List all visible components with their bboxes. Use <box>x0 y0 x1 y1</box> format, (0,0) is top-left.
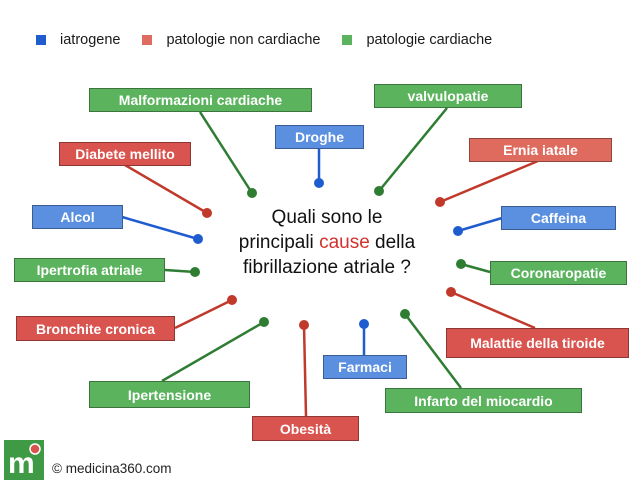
connector-dot <box>259 317 269 327</box>
cause-infarto-miocardio: Infarto del miocardio <box>385 388 582 413</box>
svg-text:m: m <box>8 447 35 480</box>
connector <box>124 163 208 215</box>
connector <box>439 159 539 204</box>
connector-dot <box>202 208 212 218</box>
cause-obesita: Obesità <box>252 416 359 441</box>
connector <box>302 324 308 417</box>
connector-dot <box>435 197 445 207</box>
cause-diabete-mellito: Diabete mellito <box>59 142 191 166</box>
legend-cardiac: patologie cardiache <box>342 32 492 48</box>
connector <box>457 216 503 233</box>
connector <box>121 215 199 241</box>
legend-non-cardiac: patologie non cardiache <box>142 32 320 48</box>
connector-dot <box>456 259 466 269</box>
connector <box>404 313 462 389</box>
title-text: principali <box>238 232 320 253</box>
central-question: Quali sono le principali cause della fib… <box>212 205 442 280</box>
title-highlight: cause <box>319 232 370 253</box>
connector <box>460 262 491 274</box>
cause-malformazioni-cardiache: Malformazioni cardiache <box>89 88 312 112</box>
legend-label: patologie cardiache <box>366 32 493 48</box>
cause-caffeina: Caffeina <box>501 206 616 230</box>
connector <box>198 111 254 194</box>
cause-valvulopatie: valvulopatie <box>374 84 522 108</box>
title-line: fibrillazione atriale ? <box>243 257 411 278</box>
cause-bronchite-cronica: Bronchite cronica <box>16 316 175 341</box>
legend-label: iatrogene <box>60 32 121 48</box>
connector-dot <box>299 320 309 330</box>
cause-coronaropatie: Coronaropatie <box>490 261 627 285</box>
title-line: Quali sono le <box>271 207 383 228</box>
cause-droghe: Droghe <box>275 125 364 149</box>
title-line: principali cause della <box>212 230 442 255</box>
connector-dot <box>359 319 369 329</box>
legend-green-swatch <box>342 35 353 45</box>
connector-dot <box>374 186 384 196</box>
connector <box>378 107 448 192</box>
legend-iatrogenic: iatrogene <box>36 32 120 48</box>
connector-dot <box>314 178 324 188</box>
connector <box>164 268 196 274</box>
medicina360-logo-icon: m <box>4 440 44 480</box>
cause-ipertrofia-atriale: Ipertrofia atriale <box>14 258 165 282</box>
connector-dot <box>190 267 200 277</box>
connector-dot <box>247 188 257 198</box>
copyright-text: © medicina360.com <box>52 461 172 476</box>
connector-dot <box>227 295 237 305</box>
connector-dot <box>193 234 203 244</box>
legend-label: patologie non cardiache <box>166 32 321 48</box>
connector <box>174 298 233 330</box>
title-text: della <box>369 232 416 253</box>
connector-dot <box>453 226 463 236</box>
legend: iatrogene patologie non cardiache patolo… <box>36 32 514 48</box>
connector <box>161 320 265 383</box>
cause-malattie-tiroide: Malattie della tiroide <box>446 328 629 358</box>
legend-red-swatch <box>142 35 153 45</box>
cause-ernia-iatale: Ernia iatale <box>469 138 612 162</box>
cause-ipertensione: Ipertensione <box>89 381 250 408</box>
connector <box>450 290 536 330</box>
cause-farmaci: Farmaci <box>323 355 407 379</box>
cause-alcol: Alcol <box>32 205 123 229</box>
connector-dot <box>400 309 410 319</box>
legend-blue-swatch <box>36 35 46 45</box>
connector-dot <box>446 287 456 297</box>
